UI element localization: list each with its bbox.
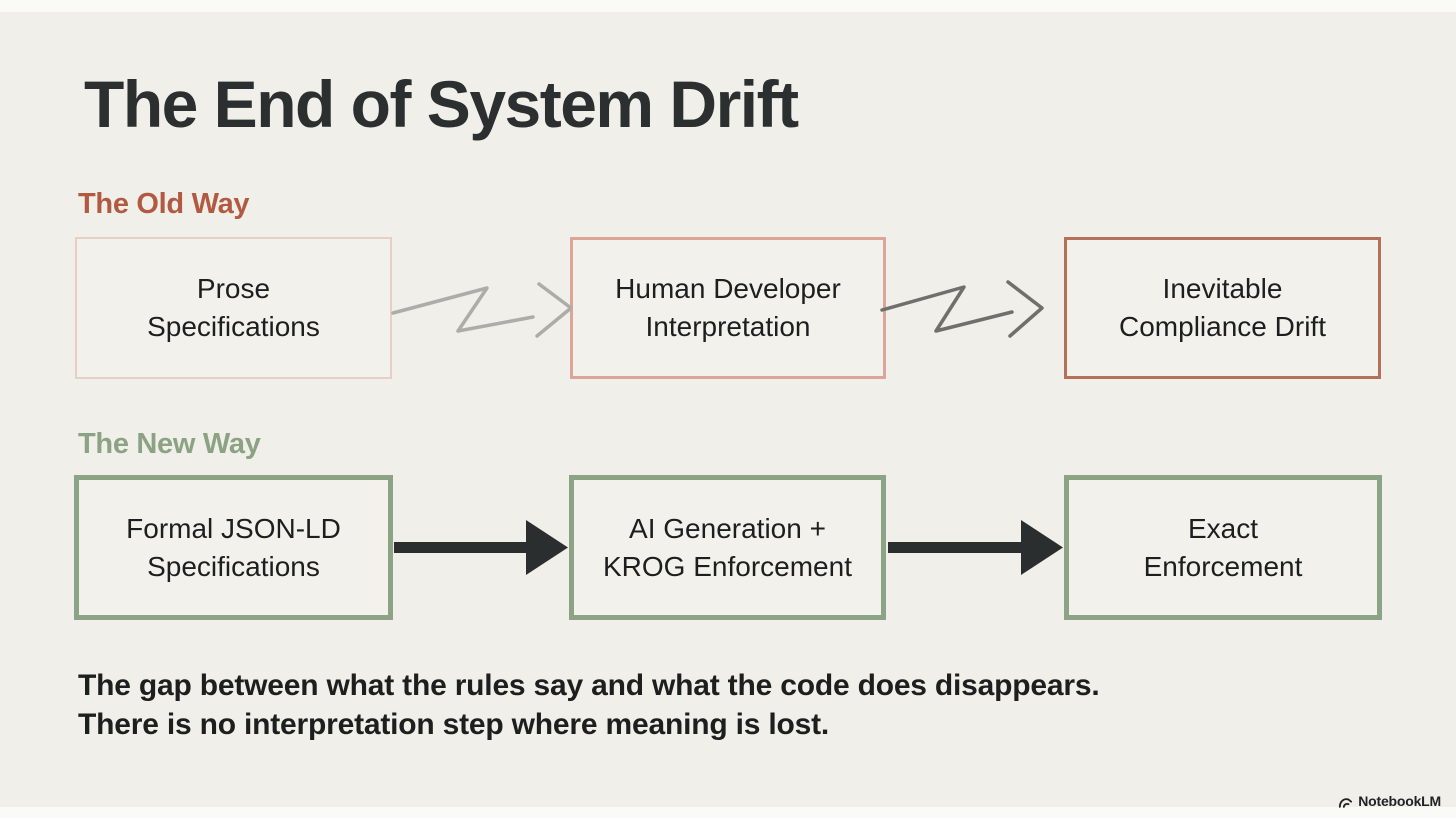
notebooklm-logo-icon — [1339, 797, 1353, 808]
box-label: Prose Specifications — [147, 273, 320, 342]
solid-arrow-icon-1 — [394, 520, 568, 575]
top-edge-strip — [0, 0, 1456, 12]
zigzag-arrow-icon-1 — [391, 282, 573, 338]
box-label: Formal JSON-LD Specifications — [126, 512, 341, 582]
page-title: The End of System Drift — [84, 67, 799, 141]
solid-arrow-icon-2 — [888, 520, 1063, 575]
watermark-label: NotebookLM — [1358, 793, 1441, 809]
box-label: Exact Enforcement — [1143, 512, 1303, 582]
box-label: Inevitable Compliance Drift — [1119, 273, 1326, 342]
zigzag-arrow-icon-2 — [880, 280, 1044, 338]
new-way-box-exact-enforcement: Exact Enforcement — [1064, 475, 1382, 620]
new-way-heading: The New Way — [78, 428, 261, 460]
old-way-box-prose-specifications: Prose Specifications — [75, 237, 392, 379]
old-way-box-inevitable-compliance-drift: Inevitable Compliance Drift — [1064, 237, 1381, 379]
bottom-edge-strip — [0, 807, 1456, 818]
old-way-heading: The Old Way — [78, 188, 250, 220]
box-label: Human Developer Interpretation — [615, 273, 841, 342]
new-way-box-formal-jsonld-specifications: Formal JSON-LD Specifications — [74, 475, 393, 620]
box-label: AI Generation + KROG Enforcement — [603, 512, 852, 582]
old-way-box-human-developer-interpretation: Human Developer Interpretation — [570, 237, 886, 379]
footer-caption: The gap between what the rules say and w… — [78, 669, 1100, 741]
new-way-box-ai-generation-krog-enforcement: AI Generation + KROG Enforcement — [569, 475, 886, 620]
notebooklm-watermark: NotebookLM — [1337, 793, 1441, 809]
